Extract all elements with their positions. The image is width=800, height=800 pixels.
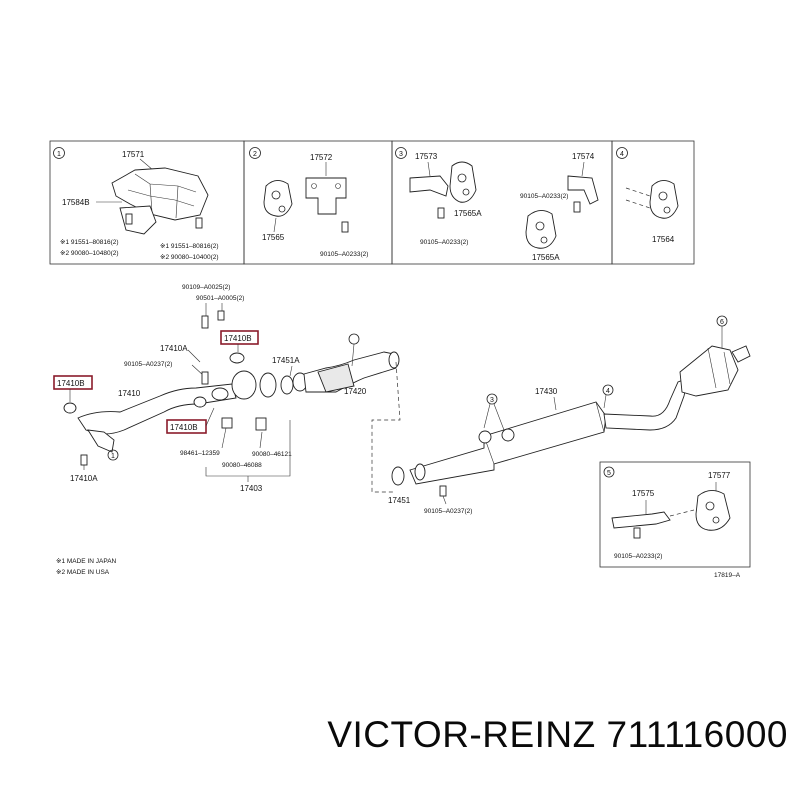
- note-90080-10400: ※2 90080–10400(2): [160, 254, 219, 261]
- gasket-17451a: 17451A: [272, 356, 300, 365]
- inset-panel-1: 1 17571 17584B ※1 91551–80816(2) ※2 9008…: [49, 140, 245, 265]
- part-17565-label: 17565: [262, 233, 285, 242]
- circle-3-label: 3: [490, 397, 494, 404]
- part-17410a-bottom: 17410A: [70, 474, 98, 483]
- part-90080-46121: 90080–46121: [252, 451, 292, 458]
- gasket-17410b-mid: 17410B: [170, 423, 198, 432]
- part-17574-label: 17574: [572, 152, 595, 161]
- part-17577-label: 17577: [708, 471, 731, 480]
- panel-2-number: 2: [253, 151, 257, 158]
- part-17571-label: 17571: [122, 150, 145, 159]
- part-17564-label: 17564: [652, 235, 675, 244]
- inset-panel-4: 4 17564: [611, 140, 695, 265]
- circle-1-label: 1: [111, 453, 115, 460]
- note-90080-10480: ※2 90080–10480(2): [60, 250, 119, 257]
- bolt-90109-a0025: 90109–A0025(2): [182, 284, 230, 291]
- gasket-17410b-left: 17410B: [57, 379, 85, 388]
- panel-3-number: 3: [399, 151, 403, 158]
- bolt-90105-a0233-p2: 90105–A0233(2): [320, 251, 368, 258]
- note-made-in-usa: ※2 MADE IN USA: [56, 569, 110, 576]
- bolt-90105-a0233-inset5: 90105–A0233(2): [614, 553, 662, 560]
- part-17572-label: 17572: [310, 153, 333, 162]
- part-17575-label: 17575: [632, 489, 655, 498]
- bolt-90105-a0237-lower: 90105–A0237(2): [424, 508, 472, 515]
- inset-panel-3: 3 17573 17574 17565A 90105–A0233(2) 9010…: [391, 140, 613, 265]
- part-17584b-label: 17584B: [62, 198, 90, 207]
- circle-6-label: 6: [720, 319, 724, 326]
- part-98461-12359: 98461–12359: [180, 450, 220, 457]
- gasket-17410b-top: 17410B: [224, 334, 252, 343]
- gasket-17451: 17451: [388, 496, 411, 505]
- part-17410a-top: 17410A: [160, 344, 188, 353]
- part-17565a-label-b: 17565A: [532, 253, 560, 262]
- front-pipe-17410: 17410: [118, 389, 141, 398]
- panel-4-number: 4: [620, 151, 624, 158]
- main-assembly: 90109–A0025(2) 90501–A0005(2) 17410B 174…: [53, 284, 751, 515]
- part-17565a-label-a: 17565A: [454, 209, 482, 218]
- part-90080-46088: 90080–46088: [222, 462, 262, 469]
- note-91551-80816-b: ※1 91551–80816(2): [160, 243, 219, 250]
- note-made-in-japan: ※1 MADE IN JAPAN: [56, 558, 117, 565]
- note-91551-80816-a: ※1 91551–80816(2): [60, 239, 119, 246]
- bolt-90105-a0233-p3b: 90105–A0233(2): [520, 193, 568, 200]
- bolt-90501-a0005: 90501–A0005(2): [196, 295, 244, 302]
- part-17573-label: 17573: [415, 152, 438, 161]
- panel-1-number: 1: [57, 151, 61, 158]
- bolt-90105-a0237-main: 90105–A0237(2): [124, 361, 172, 368]
- circle-4-label: 4: [606, 388, 610, 395]
- assembly-17403: 17403: [240, 484, 263, 493]
- inset-panel-2: 2 17572 17565 90105–A0233(2): [243, 140, 393, 265]
- center-pipe-17430: 17430: [535, 387, 558, 396]
- drawing-reference: 17819–A: [714, 572, 741, 579]
- converter-17420: 17420: [344, 387, 367, 396]
- brand-part-number: VICTOR-REINZ 711116000: [327, 714, 788, 755]
- inset-panel-5: 5 17577 17575 90105–A0233(2): [599, 461, 751, 568]
- panel-5-number: 5: [607, 470, 611, 477]
- bolt-90105-a0233-p3a: 90105–A0233(2): [420, 239, 468, 246]
